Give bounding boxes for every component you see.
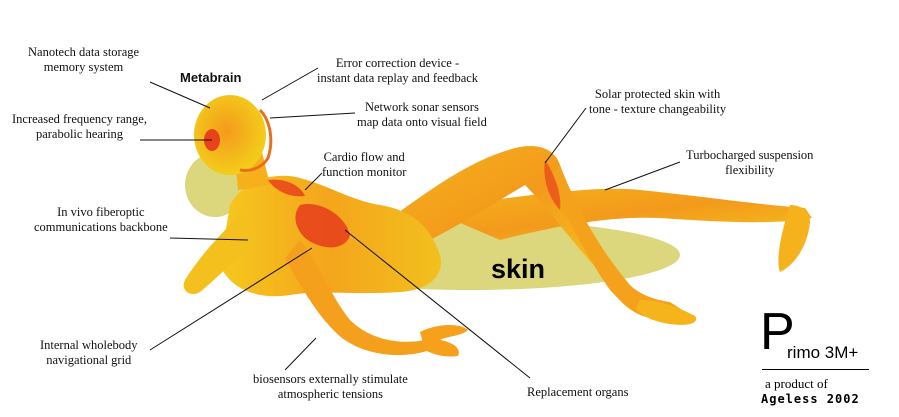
pointer-nanotech: [150, 82, 210, 108]
label-solar-skin: Solar protected skin with tone - texture…: [589, 87, 726, 117]
label-organs: Replacement organs: [527, 385, 628, 400]
label-cardio-line1: Cardio flow and: [322, 150, 406, 165]
label-error-correction-line1: Error correction device -: [317, 56, 478, 71]
label-frequency-line2: parabolic hearing: [12, 127, 147, 142]
label-biosensors: biosensors externally stimulate atmosphe…: [253, 372, 408, 402]
hand: [420, 325, 468, 357]
label-cardio-line2: function monitor: [322, 165, 406, 180]
logo-company: Ageless 2002: [761, 392, 860, 406]
label-frequency: Increased frequency range, parabolic hea…: [12, 112, 147, 142]
label-biosensors-line2: atmospheric tensions: [253, 387, 408, 402]
label-fiberoptic-line1: In vivo fiberoptic: [34, 205, 168, 220]
label-solar-skin-line2: tone - texture changeability: [589, 102, 726, 117]
label-nanotech-line1: Nanotech data storage: [28, 45, 139, 60]
label-nanotech: Nanotech data storage memory system: [28, 45, 139, 75]
label-fiberoptic-line2: communications backbone: [34, 220, 168, 235]
label-frequency-line1: Increased frequency range,: [12, 112, 147, 127]
label-error-correction: Error correction device - instant data r…: [317, 56, 478, 86]
logo-tagline: a product of: [765, 376, 828, 392]
label-nanotech-line2: memory system: [28, 60, 139, 75]
label-biosensors-line1: biosensors externally stimulate: [253, 372, 408, 387]
label-suspension-line1: Turbocharged suspension: [686, 148, 813, 163]
label-suspension-line2: flexibility: [686, 163, 813, 178]
pointer-suspension: [605, 162, 680, 190]
label-navigational-line1: Internal wholebody: [40, 338, 138, 353]
label-cardio: Cardio flow and function monitor: [322, 150, 406, 180]
pointer-network-sonar: [270, 113, 355, 118]
label-error-correction-line2: instant data replay and feedback: [317, 71, 478, 86]
label-network-sonar: Network sonar sensors map data onto visu…: [357, 100, 487, 130]
label-navigational: Internal wholebody navigational grid: [40, 338, 138, 368]
logo-product-name: rimo 3M+: [787, 343, 858, 363]
pointer-biosensors: [285, 338, 316, 370]
pointer-error-correction: [262, 68, 318, 100]
label-solar-skin-line1: Solar protected skin with: [589, 87, 726, 102]
label-metabrain: Metabrain: [180, 70, 241, 85]
label-suspension: Turbocharged suspension flexibility: [686, 148, 813, 178]
label-navigational-line2: navigational grid: [40, 353, 138, 368]
label-skin: skin: [491, 254, 545, 285]
label-network-sonar-line2: map data onto visual field: [357, 115, 487, 130]
label-network-sonar-line1: Network sonar sensors: [357, 100, 487, 115]
head: [194, 95, 266, 175]
label-fiberoptic: In vivo fiberoptic communications backbo…: [34, 205, 168, 235]
logo-divider: [762, 369, 869, 370]
pointer-solar-skin: [545, 108, 586, 163]
